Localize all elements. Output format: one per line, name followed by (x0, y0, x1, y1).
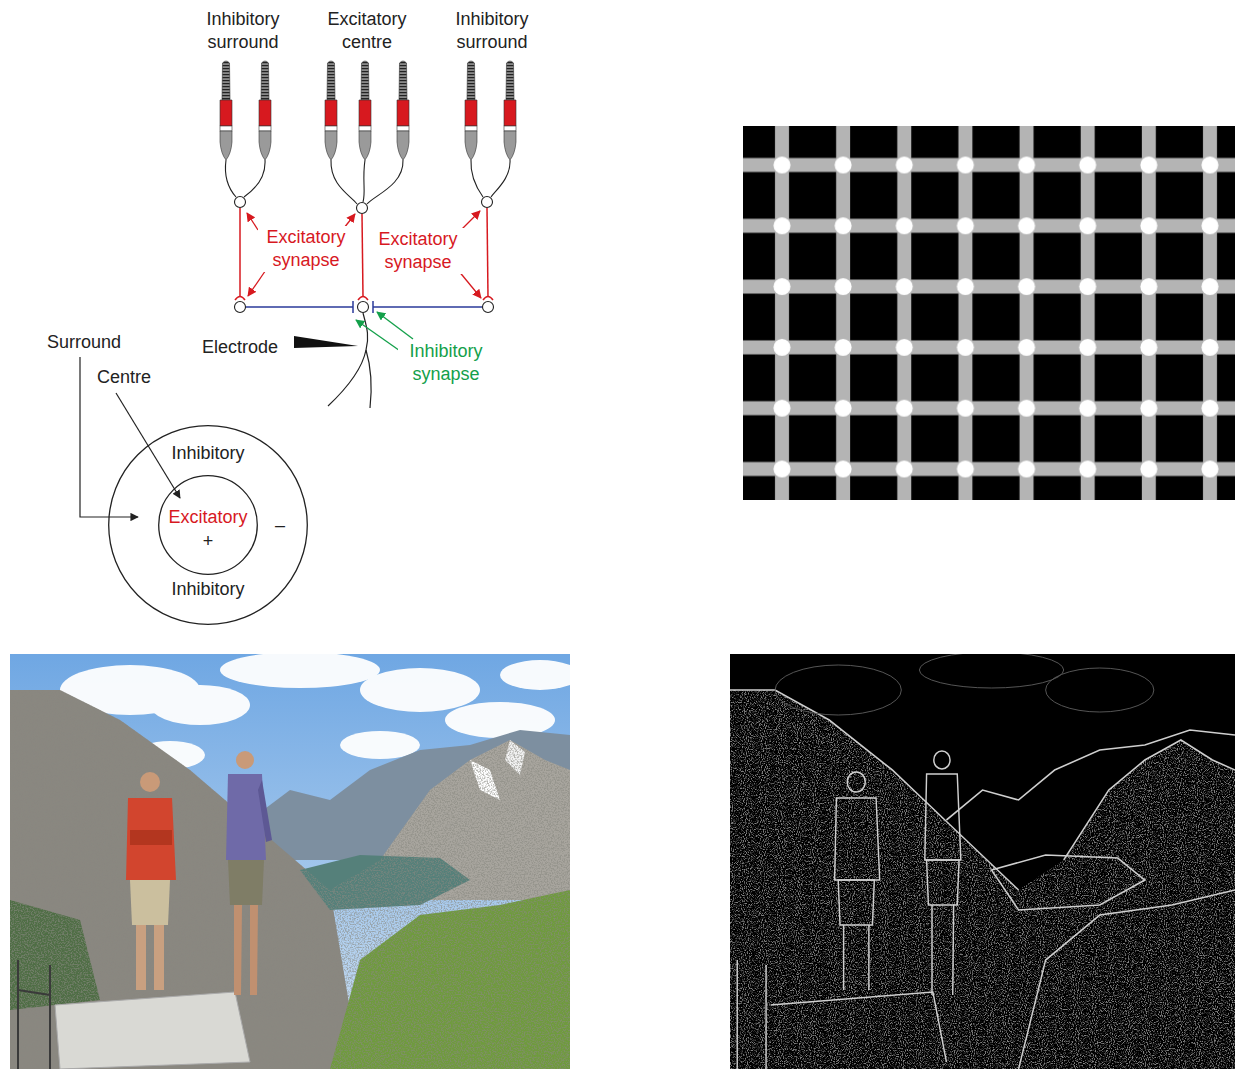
field-label: Inhibitory surround (195, 8, 291, 54)
inhibitory-pathways (246, 301, 482, 313)
circle-border (159, 476, 258, 575)
sign-symbol: + (203, 531, 214, 552)
region-label: Centre (95, 366, 153, 389)
neuron-cells (235, 197, 494, 313)
circle-border (109, 426, 308, 625)
synapse-label: Excitatory synapse (258, 226, 354, 272)
field-label: Excitatory centre (319, 8, 415, 54)
field-label: Inhibitory surround (444, 8, 540, 54)
region-text: Inhibitory (171, 443, 244, 464)
mountain-photo (10, 654, 570, 1069)
region-text: Excitatory (168, 507, 247, 528)
surround-circle: Inhibitory–InhibitoryExcitatory+ (108, 425, 308, 625)
synapse-label: Inhibitory synapse (398, 340, 494, 386)
synapse-label: Excitatory synapse (370, 228, 466, 274)
photoreceptor-rods (220, 61, 516, 160)
region-text: Inhibitory (171, 579, 244, 600)
synapse-leaders (247, 211, 481, 298)
edge-image (730, 654, 1235, 1069)
region-label: Surround (45, 331, 123, 354)
electrode-label: Electrode (200, 336, 280, 359)
field-leaders (80, 357, 180, 517)
sign-symbol: – (275, 515, 285, 536)
hermann-grid (743, 126, 1235, 500)
ganglion-axon (328, 313, 371, 408)
excitatory-pathways (235, 208, 493, 300)
receptor-fibres (225, 160, 510, 204)
electrode-symbol (294, 336, 358, 348)
centre-circle: Excitatory + (158, 475, 258, 575)
